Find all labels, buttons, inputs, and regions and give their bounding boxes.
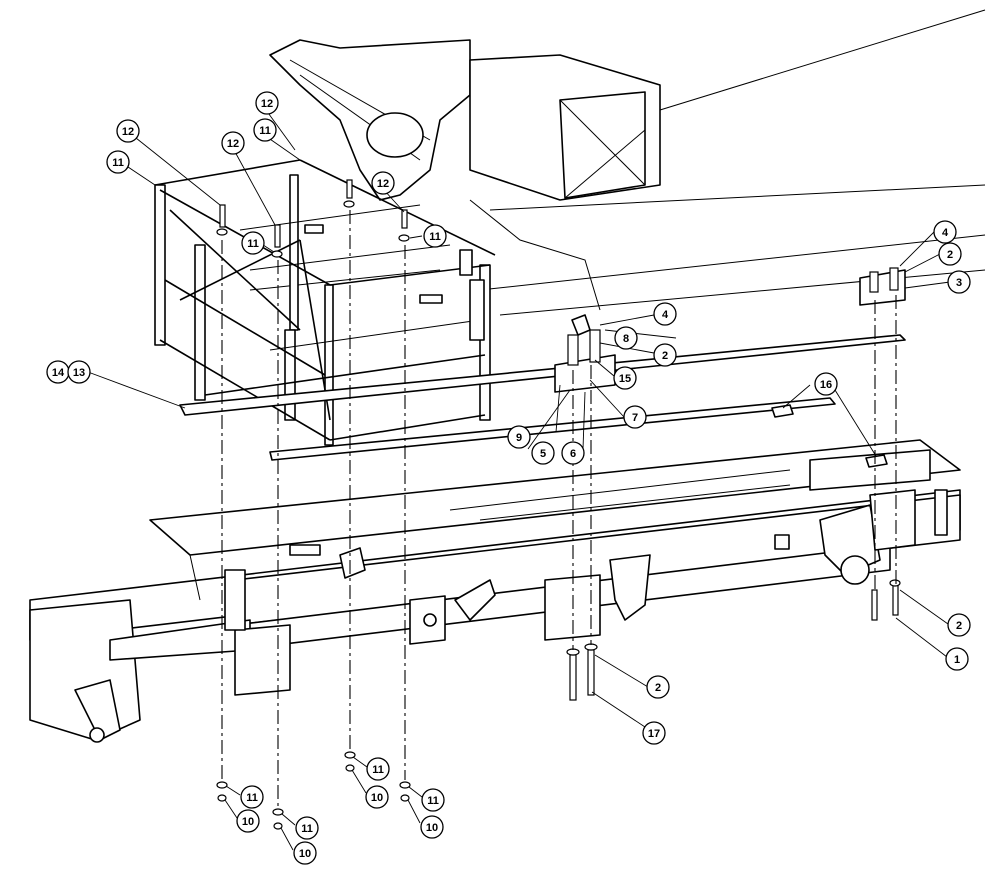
svg-text:9: 9 [516,432,522,444]
svg-text:13: 13 [73,367,85,379]
callout-11i: 11 [421,788,445,812]
subframe-cage [154,159,496,446]
svg-text:12: 12 [122,126,134,138]
lower-nuts-washers [216,751,411,830]
upper-bolts [216,179,410,258]
svg-text:8: 8 [623,333,629,345]
svg-text:4: 4 [662,309,669,321]
callout-4b: 4 [933,220,957,244]
lower-bolts [566,579,901,701]
svg-text:4: 4 [942,227,949,239]
leader-lines [87,109,951,851]
callout-8: 8 [614,326,638,350]
callout-4a: 4 [653,302,677,326]
truck-chassis-frame [29,439,961,743]
callout-11f: 11 [240,785,264,809]
svg-text:10: 10 [242,816,254,828]
callout-12d: 12 [371,171,395,195]
svg-text:12: 12 [227,138,239,150]
callout-5: 5 [531,441,555,465]
svg-text:3: 3 [956,277,962,289]
callout-2d: 2 [646,675,670,699]
alignment-centerlines [221,210,897,808]
svg-text:11: 11 [113,157,125,169]
callout-16: 16 [814,372,838,396]
svg-text:2: 2 [655,682,661,694]
mounting-bracket-rear [859,267,906,306]
svg-text:2: 2 [947,249,953,261]
callout-11h: 11 [366,757,390,781]
svg-text:7: 7 [632,412,638,424]
callout-14: 14 [46,360,70,384]
svg-text:14: 14 [52,367,65,379]
svg-text:11: 11 [372,764,384,776]
svg-text:11: 11 [301,823,313,835]
callout-9: 9 [507,425,531,449]
svg-text:11: 11 [112,157,124,169]
svg-text:10: 10 [426,822,438,834]
svg-text:12: 12 [377,178,389,190]
svg-text:11: 11 [246,792,258,804]
callout-2c: 2 [947,613,971,637]
callout-10c: 10 [365,785,389,809]
mounting-bracket-center [554,314,616,393]
svg-text:1: 1 [954,654,960,666]
callout-11d: 11 [241,231,265,255]
callout-3: 3 [947,270,971,294]
upper-equipment-body [269,9,986,211]
callout-15: 15 [613,366,637,390]
callout-11c: 11 [423,224,447,248]
svg-text:12: 12 [261,98,273,110]
callout-11a: 11 [106,150,130,174]
callout-7: 7 [623,405,647,429]
callout-12a: 12 [116,119,140,143]
callout-2b: 2 [938,242,962,266]
callout-10a: 10 [236,809,260,833]
callout-1: 1 [945,647,969,671]
svg-text:2: 2 [662,350,668,362]
svg-text:15: 15 [619,373,631,385]
svg-text:10: 10 [371,792,383,804]
callout-11g: 11 [295,816,319,840]
svg-text:17: 17 [648,728,660,740]
svg-text:5: 5 [540,448,546,460]
callout-13: 13 [67,360,91,384]
svg-text:16: 16 [820,379,832,391]
svg-text:11: 11 [259,125,271,137]
callout-6: 6 [561,441,585,465]
svg-text:11: 11 [427,795,439,807]
callout-2a: 2 [653,343,677,367]
pad-plates [771,404,888,468]
svg-text:10: 10 [299,848,311,860]
callout-10b: 10 [293,841,317,865]
svg-text:6: 6 [570,448,576,460]
svg-text:11: 11 [429,231,441,243]
svg-text:2: 2 [956,620,962,632]
callout-10d: 10 [420,815,444,839]
callout-12b: 12 [221,131,245,155]
callout-17: 17 [642,721,666,745]
callout-12c: 12 [255,91,279,115]
callout-11b: 11 [253,118,277,142]
svg-text:11: 11 [247,238,259,250]
